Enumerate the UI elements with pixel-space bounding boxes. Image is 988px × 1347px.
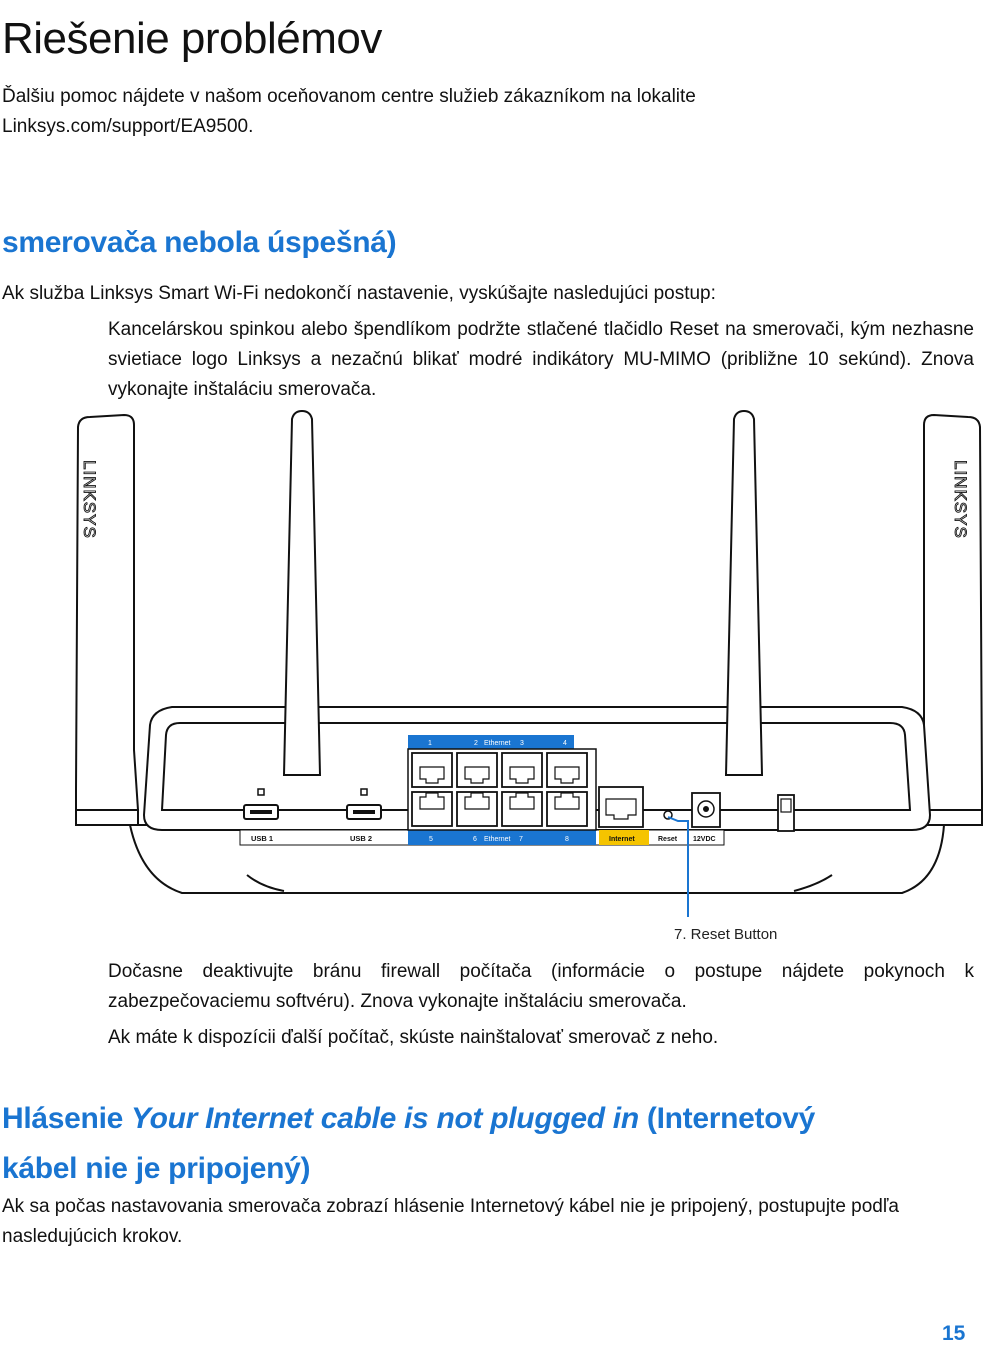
inner-left-antenna xyxy=(282,409,322,776)
callout-line xyxy=(667,816,689,917)
svg-text:Internet: Internet xyxy=(609,836,635,843)
internet-band xyxy=(599,830,649,845)
svg-text:3: 3 xyxy=(520,740,524,747)
step-reset: Kancelárskou spinkou alebo špendlíkom po… xyxy=(108,319,974,400)
left-antenna-logo: LINKSYS xyxy=(80,460,99,539)
step-other-computer: Ak máte k dispozícii ďalší počítač, skús… xyxy=(108,1027,719,1048)
page-number: 15 xyxy=(942,1322,966,1345)
svg-text:5: 5 xyxy=(429,836,433,843)
page-title: Riešenie problémov xyxy=(2,14,382,63)
inner-right-antenna xyxy=(724,409,764,776)
reset-callout-label: 7. Reset Button xyxy=(674,926,777,943)
svg-text:Ethernet: Ethernet xyxy=(484,740,511,747)
svg-text:4: 4 xyxy=(563,740,567,747)
svg-text:Ethernet: Ethernet xyxy=(484,836,511,843)
section-heading-setup: smerovača nebola úspešná) xyxy=(2,226,397,259)
cable-section-body: Ak sa počas nastavovania smerovača zobra… xyxy=(2,1196,899,1247)
intro-line-1: Ďalšiu pomoc nájdete v našom oceňovanom … xyxy=(2,86,696,107)
router-back-illustration: LINKSYS LINKSYS USB 1 USB 2 1 2 Ethernet… xyxy=(75,409,983,943)
right-antenna-logo: LINKSYS xyxy=(951,460,970,539)
section-lead: Ak služba Linksys Smart Wi-Fi nedokončí … xyxy=(2,283,716,304)
svg-text:8: 8 xyxy=(565,836,569,843)
svg-text:1: 1 xyxy=(428,740,432,747)
intro-text: Ďalšiu pomoc nájdete v našom oceňovanom … xyxy=(2,82,696,142)
usb2-label: USB 2 xyxy=(350,834,372,843)
svg-text:Reset: Reset xyxy=(658,836,678,843)
intro-support-url: Linksys.com/support/EA9500. xyxy=(2,116,254,137)
svg-text:7: 7 xyxy=(519,836,523,843)
step-firewall: Dočasne deaktivujte bránu firewall počít… xyxy=(108,961,974,1012)
right-outer-antenna xyxy=(918,413,983,826)
svg-text:2: 2 xyxy=(474,740,478,747)
usb1-label: USB 1 xyxy=(251,834,273,843)
svg-text:12VDC: 12VDC xyxy=(693,836,716,843)
left-outer-antenna xyxy=(75,413,140,826)
svg-text:6: 6 xyxy=(473,836,477,843)
section-heading-cable: Hlásenie Your Internet cable is not plug… xyxy=(2,1102,816,1185)
ethernet-bottom-band xyxy=(408,830,596,845)
ethernet-top-band xyxy=(408,735,574,749)
ethernet-ports xyxy=(411,752,588,827)
